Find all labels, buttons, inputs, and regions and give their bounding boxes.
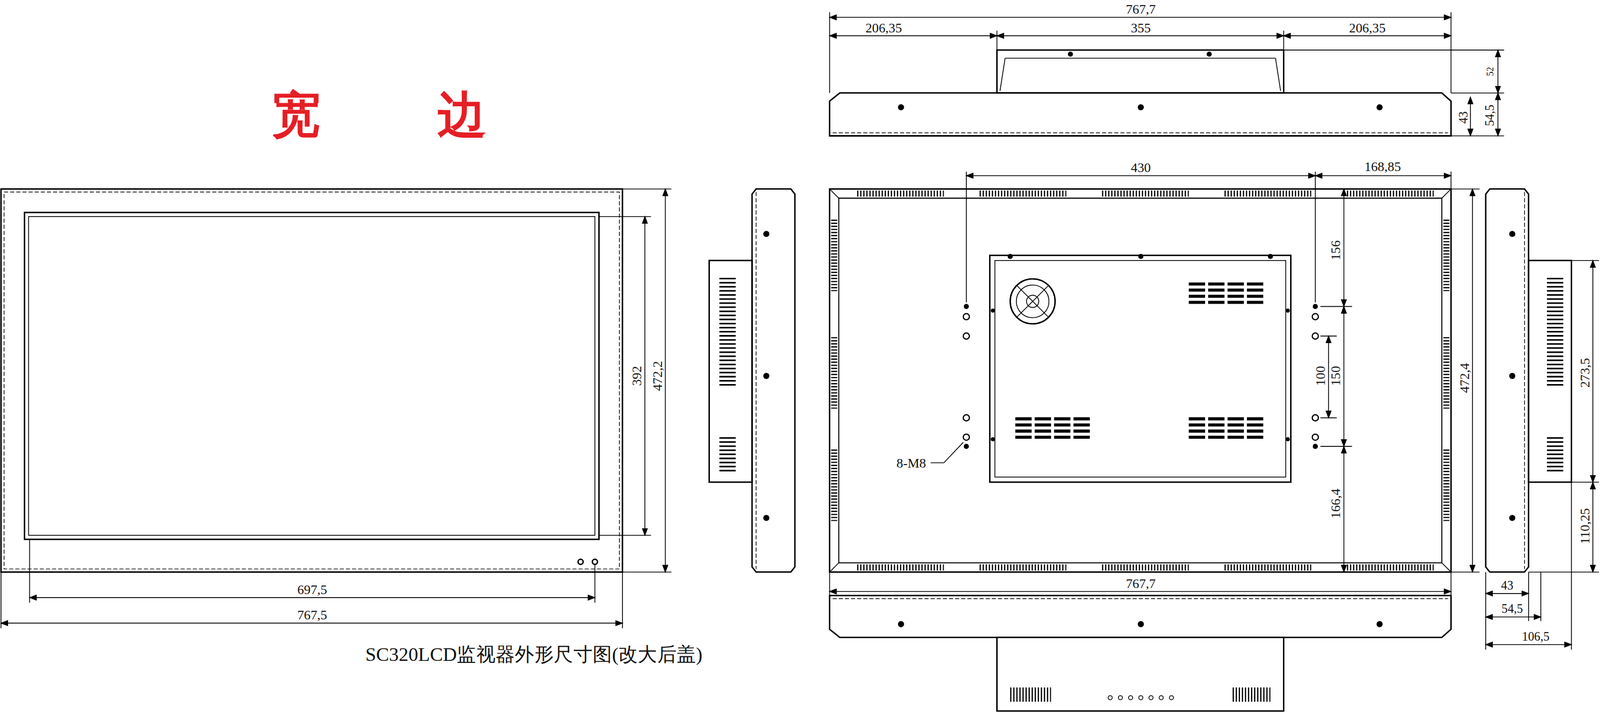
dimension-label: 767,7 <box>1124 576 1157 590</box>
vent-slots <box>1443 336 1450 409</box>
vent-slots <box>719 277 736 386</box>
vent-slots <box>1101 563 1189 570</box>
vent-slots <box>1101 190 1189 197</box>
dimension-label: 43 <box>1499 579 1515 592</box>
dimension-label: 150 <box>1328 364 1343 387</box>
dimension-label: 100 <box>1313 364 1327 387</box>
dimension-label: 156 <box>1328 239 1343 261</box>
dimension-label: 206,35 <box>1348 20 1387 34</box>
vent-slots <box>1443 219 1450 291</box>
vent-slots <box>1015 429 1092 433</box>
dimension-label: 168,85 <box>1363 159 1402 173</box>
vent-slots <box>1188 294 1266 298</box>
dimension-label: 206,35 <box>864 20 903 34</box>
vent-slots <box>831 219 838 291</box>
vent-slots <box>857 190 945 197</box>
vent-slots <box>1188 417 1266 421</box>
vent-slots <box>1188 288 1266 292</box>
dimension-label: 8-M8 <box>895 455 927 469</box>
vent-slots <box>1546 436 1564 472</box>
vent-slots <box>1010 687 1052 702</box>
vent-slots <box>1188 423 1266 427</box>
dimension-label: 392 <box>630 364 644 387</box>
dimension-label: 472,4 <box>1457 361 1472 394</box>
vent-slots <box>1443 449 1450 521</box>
indicator-hole <box>1118 695 1123 700</box>
indicator-hole <box>1128 695 1133 700</box>
dimension-label: 54,5 <box>1500 602 1524 615</box>
dimension-label: 767,5 <box>296 607 329 621</box>
dimension-label: 472,2 <box>650 359 664 392</box>
dimension-label: 54,5 <box>1483 103 1496 127</box>
vent-slots <box>1188 282 1266 286</box>
dimension-label: 430 <box>1129 160 1152 174</box>
vent-slots <box>1015 417 1092 421</box>
vent-slots <box>857 563 945 570</box>
vent-slots <box>1015 435 1092 439</box>
vent-slots <box>1188 429 1266 433</box>
caption: SC320LCD监视器外形尺寸图(改大后盖) <box>365 644 703 664</box>
dimension-label: 43 <box>1457 110 1470 125</box>
vent-slots <box>1546 277 1564 386</box>
title: 宽 边 <box>271 90 537 140</box>
vent-slots <box>1224 563 1312 570</box>
vent-slots <box>1347 563 1435 570</box>
vent-slots <box>719 436 736 472</box>
vent-slots <box>1188 435 1266 439</box>
vent-slots <box>831 336 838 409</box>
dimension-label: 355 <box>1129 20 1152 34</box>
dimension-label: 106,5 <box>1521 630 1551 643</box>
indicator-hole <box>1148 695 1153 700</box>
vent-slots <box>831 449 838 521</box>
indicator-hole <box>1107 695 1113 700</box>
vent-slots <box>979 190 1067 197</box>
dimension-label: 767,7 <box>1124 2 1157 16</box>
dimension-label: 110,25 <box>1578 506 1592 545</box>
vent-slots <box>1347 190 1435 197</box>
vent-slots <box>1015 423 1092 427</box>
indicator-hole <box>1159 695 1164 700</box>
vent-slots <box>1188 300 1266 304</box>
dimension-label: 273,5 <box>1578 356 1592 389</box>
dimension-label: 166,4 <box>1328 487 1343 520</box>
dimension-label: 697,5 <box>296 582 329 596</box>
indicator-hole <box>1138 695 1143 700</box>
vent-slots <box>1224 190 1312 197</box>
dimension-label: 52 <box>1486 65 1496 77</box>
vent-slots <box>979 563 1067 570</box>
indicator-hole <box>1169 695 1174 700</box>
vent-slots <box>1232 687 1271 702</box>
